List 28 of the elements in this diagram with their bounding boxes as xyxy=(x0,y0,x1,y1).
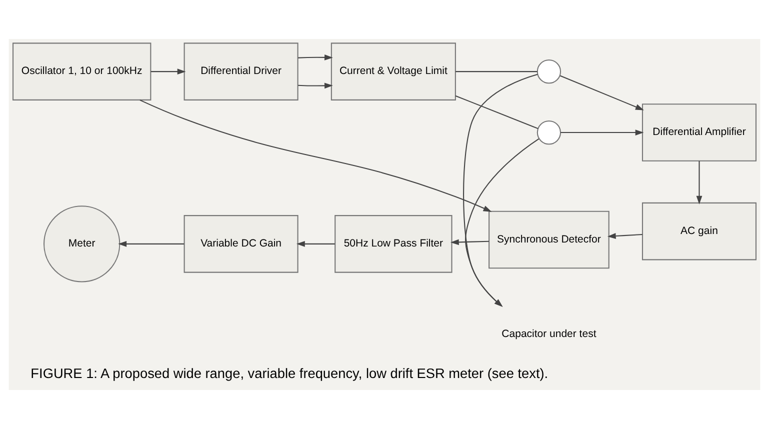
arrow xyxy=(560,74,644,110)
arrow xyxy=(298,82,333,88)
node-box: Current & Voltage Limit xyxy=(330,42,456,100)
node-circle xyxy=(536,120,562,144)
node-circle xyxy=(536,59,562,84)
arrow xyxy=(298,54,333,60)
node-text: Capacitor under test xyxy=(502,327,596,340)
node-box: Differential Driver xyxy=(184,42,298,100)
arrow xyxy=(450,238,490,245)
arrow xyxy=(465,138,540,306)
arrow xyxy=(463,73,538,306)
node-box: Differential Amplifier xyxy=(642,103,757,161)
arrow xyxy=(696,160,702,204)
node-box: 50Hz Low Pass Filter xyxy=(334,214,452,272)
node-box: AC gain xyxy=(642,202,757,260)
arrow xyxy=(140,99,492,212)
node-box: Oscillator 1, 10 or 100kHz xyxy=(12,42,152,100)
node-box: Variable DC Gain xyxy=(184,214,298,272)
arrow xyxy=(150,68,186,74)
connector xyxy=(455,94,538,129)
arrow xyxy=(296,240,335,246)
caption: FIGURE 1: A proposed wide range, variable frequency, low drift ESR meter (see text). xyxy=(30,365,548,380)
arrow xyxy=(118,240,184,246)
connector xyxy=(456,70,538,72)
arrow xyxy=(560,129,644,135)
arrow xyxy=(607,232,642,238)
node-circle: Meter xyxy=(43,205,120,282)
node-box: Synchronous Detecfor xyxy=(488,210,610,268)
